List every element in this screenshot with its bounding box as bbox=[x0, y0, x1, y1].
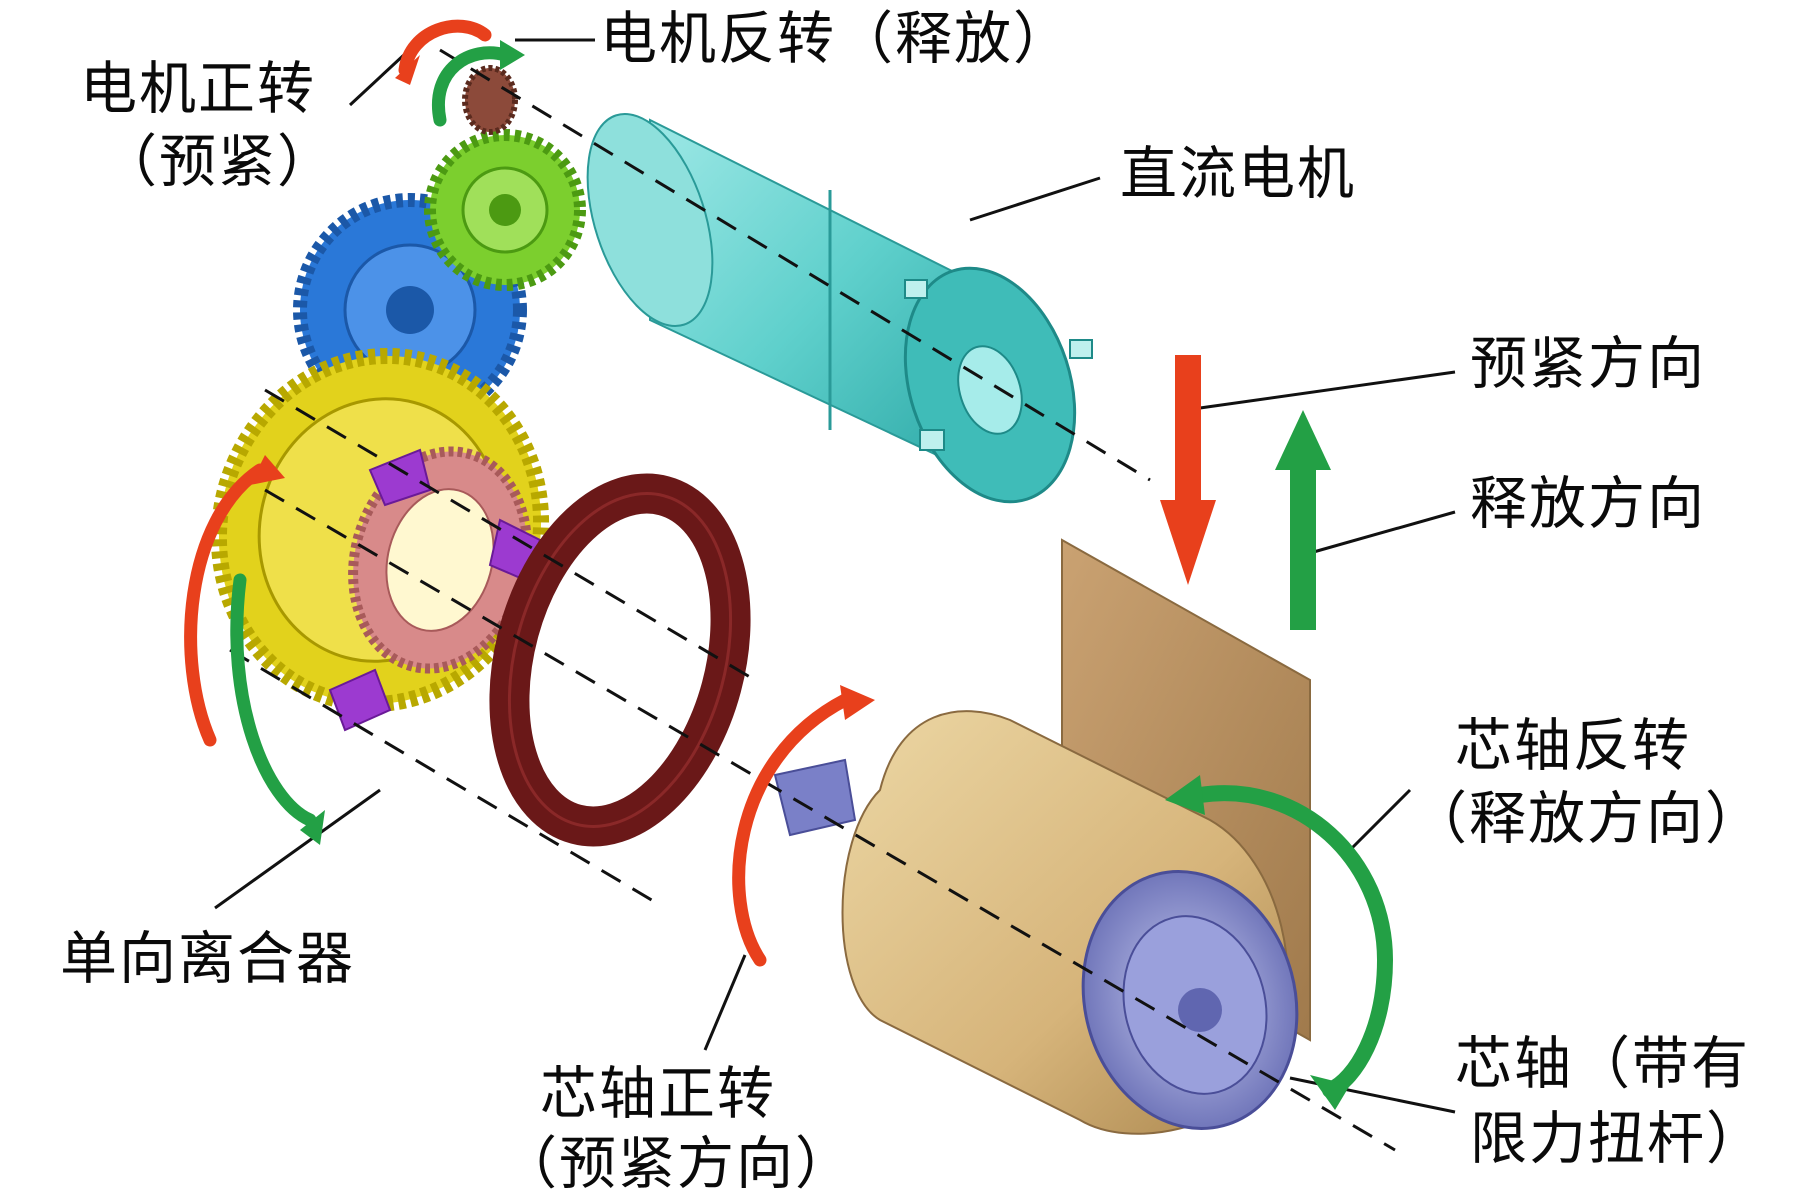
label-spindle: 芯轴（带有 bbox=[1455, 1031, 1750, 1097]
spindle-shaft-tip bbox=[773, 758, 857, 837]
label-motor-forward: 电机正转 bbox=[80, 56, 316, 122]
motor-axis bbox=[439, 48, 1151, 482]
red-arrow-down-icon bbox=[1160, 355, 1216, 585]
clutch-axis-lower bbox=[229, 648, 661, 907]
clutch-axis-upper bbox=[264, 388, 756, 682]
green-arrow-up-icon bbox=[1275, 410, 1331, 630]
label-spindle-reverse-note: （释放方向） bbox=[1410, 786, 1764, 852]
label-motor-forward-note: （预紧） bbox=[100, 129, 336, 195]
label-spindle-note: 限力扭杆） bbox=[1470, 1106, 1765, 1172]
clutch-lugs bbox=[328, 448, 542, 732]
motor-pinion-gear bbox=[462, 65, 518, 135]
spindle-axis bbox=[264, 488, 1396, 1152]
dark-ring bbox=[489, 473, 751, 847]
green-gear bbox=[424, 129, 586, 291]
rotation-arrow-icon bbox=[184, 19, 1394, 1110]
axis-lines bbox=[229, 48, 1396, 1152]
label-motor-reverse: 电机反转（释放） bbox=[600, 6, 1072, 72]
spindle-spool bbox=[841, 710, 1299, 1135]
clutch-pawl-ring bbox=[348, 446, 532, 674]
label-one-way-clutch: 单向离合器 bbox=[60, 926, 355, 992]
label-spindle-reverse: 芯轴反转 bbox=[1455, 713, 1691, 779]
label-dc-motor: 直流电机 bbox=[1120, 141, 1356, 207]
label-spindle-forward: 芯轴正转 bbox=[540, 1061, 776, 1127]
label-pretension-direction: 预紧方向 bbox=[1470, 331, 1706, 397]
leader-lines bbox=[214, 38, 1456, 1114]
dc-motor bbox=[586, 113, 1093, 504]
label-spindle-forward-note: （预紧方向） bbox=[500, 1131, 854, 1197]
label-release-direction: 释放方向 bbox=[1470, 471, 1706, 537]
